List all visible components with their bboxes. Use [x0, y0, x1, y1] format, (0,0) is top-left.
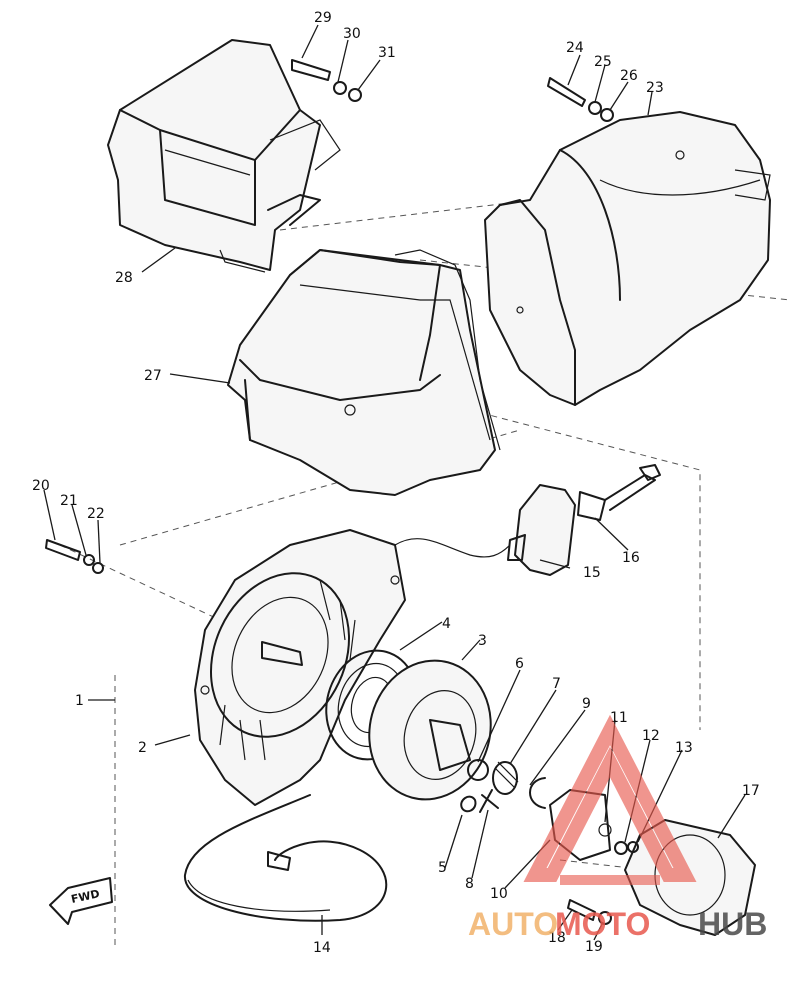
- callout-25: 25: [594, 54, 612, 70]
- callout-29: 29: [314, 10, 332, 26]
- callout-17: 17: [742, 783, 760, 799]
- callout-26: 26: [620, 68, 638, 84]
- callout-23: 23: [646, 80, 664, 96]
- watermark-text-hub: HUB: [698, 906, 767, 942]
- part-27-air-duct: [227, 249, 501, 496]
- callout-14: 14: [313, 940, 331, 956]
- watermark-text-auto: AUTO: [468, 906, 558, 942]
- callout-9: 9: [582, 696, 591, 712]
- callout-7: 7: [552, 676, 561, 692]
- callout-12: 12: [642, 728, 660, 744]
- part-2-starter-case: [194, 529, 406, 806]
- automotohub-watermark: AUTO MOTO HUB: [468, 714, 767, 942]
- callout-15: 15: [583, 565, 601, 581]
- callout-18: 18: [548, 930, 566, 946]
- callout-6: 6: [515, 656, 524, 672]
- callout-10: 10: [490, 886, 508, 902]
- callout-21: 21: [60, 493, 78, 509]
- callout-11: 11: [610, 710, 628, 726]
- callout-16: 16: [622, 550, 640, 566]
- callout-30: 30: [343, 26, 361, 42]
- callout-27: 27: [144, 368, 162, 384]
- callout-19: 19: [585, 939, 603, 955]
- fwd-label: FWD: [70, 887, 101, 906]
- watermark-triangle-icon: [523, 714, 697, 882]
- callout-8: 8: [465, 876, 474, 892]
- callout-numbers: 1 2 3 4 5 6 7 8 9 10 11 12 13 14 15 16 1…: [32, 10, 760, 956]
- fwd-direction-arrow: FWD: [49, 877, 113, 925]
- part-28-upper-cover: [107, 39, 341, 273]
- callout-2: 2: [138, 740, 147, 756]
- callout-13: 13: [675, 740, 693, 756]
- callout-1: 1: [75, 693, 84, 709]
- part-15-starter-handle: [394, 464, 661, 576]
- callout-3: 3: [478, 633, 487, 649]
- callout-22: 22: [87, 506, 105, 522]
- callout-28: 28: [115, 270, 133, 286]
- callout-20: 20: [32, 478, 50, 494]
- callout-5: 5: [438, 860, 447, 876]
- part-3-pulley: [368, 659, 492, 801]
- callout-4: 4: [442, 616, 451, 632]
- callout-31: 31: [378, 45, 396, 61]
- small-parts: [460, 759, 546, 813]
- part-23-fan-shroud: [484, 111, 771, 406]
- watermark-text-moto: MOTO: [555, 906, 650, 942]
- fasteners: [45, 59, 614, 925]
- part-14-starter-rope: [183, 794, 388, 922]
- callout-24: 24: [566, 40, 584, 56]
